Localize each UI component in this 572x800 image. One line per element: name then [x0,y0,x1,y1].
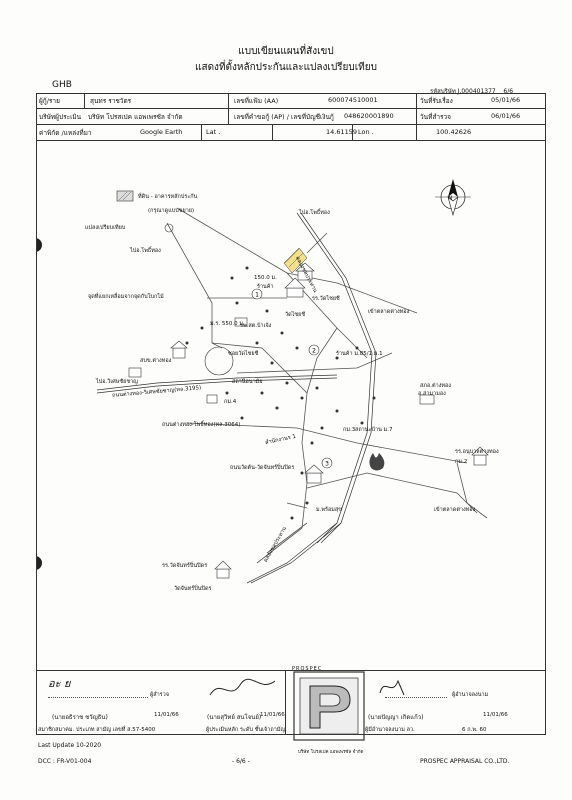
map-label: เข้าตลาดต่างทอง [434,507,476,513]
map-label: สถานีอนามัย [232,379,263,385]
approver-date2: 6 ก.พ. 60 [462,727,487,733]
svg-text:1: 1 [255,292,259,299]
map-label: เข้าตลาดต่างทอง [368,309,410,315]
ref-code: รหัสบริษัท J.000401377 6/6 [430,86,513,96]
map-label: ม.ร. 550.0 ม. [210,321,245,327]
footer-company: PROSPEC APPRAISAL CO.,LTD. [420,758,510,765]
deed-value: 600074510001 [328,96,378,104]
approver-role: ผู้มีอำนาจลงนาม ลว. [365,727,415,733]
map-label: ม.พร้อมสุข [316,507,342,513]
map-label: ซอยวัดไชยชี [228,351,259,357]
approver-date: 11/01/66 [483,712,508,718]
map-label: วัดไชยชี [285,312,306,318]
reviewer-date: 11/01/66 [260,712,285,718]
reviewer-signature [209,678,276,696]
approver-signature [379,679,405,696]
form-frame [36,93,546,735]
map-label: กม.4 [224,399,237,405]
stamp-text: PROSPEC [292,666,323,672]
map-label: ร้านค้า ม.85/1 ม.1 [336,351,383,357]
landmark-icon [369,453,385,471]
map-label: สภอ.ต่างทอง [420,383,451,389]
info-row-3: ค่าพิกัด /แหล่งที่มา Google Earth Lat . … [36,125,546,141]
map-label: รร.อนุบาลต่างทอง [455,449,499,455]
map-label: วัดจันทร์ปิ่นปิดร [174,586,212,592]
source-label: ค่าพิกัด /แหล่งที่มา [39,129,92,137]
company-value: บริษัท โปรสเปค แอพเพรซัล จำกัด [88,113,183,121]
footer-page: - 6/6 - [232,758,250,765]
checker-date: 11/01/66 [154,712,179,718]
north-label: N [448,195,453,202]
checker-name: (นายอธิราช ชวัญธิน) [52,714,108,721]
map-label: รร.วัดจันทร์ปิ่นปิดร [162,563,208,569]
map-label: ร้านค้า [257,284,274,290]
checker-label: ผู้สำรวจ [150,692,169,698]
map-label: ไปอ.โพธิ์ทอง [130,248,161,254]
map-label: ไปอ.วิเศษชัยชาญ [96,379,138,385]
borrower-value: สุนทร ราชวัตร [90,97,132,105]
survey-value: 06/01/66 [491,112,521,120]
doc-code: DCC : FR-V01-004 [38,758,92,765]
info-row-1: ผู้กู้/ราย สุนทร ราชวัตร เลขที่แฟ้ม (AA)… [36,93,546,109]
map-label: รพ.สต.บ้าเจ้ง [240,323,272,329]
company-stamp: PROSPEC [292,666,368,746]
borrower-label: ผู้กู้/ราย [39,97,60,105]
checker-license: สมาชิกสมาคม. ประเภท สามัญ เลขที่ ส.57-54… [38,727,156,733]
company-label: บริษัทผู้ประเมิน [39,113,82,121]
last-update: Last Update 10-2020 [38,742,102,749]
map-label: กม.3 [343,427,356,433]
lon-value: 100.42626 [436,128,472,136]
stamp-bottom-text: บริษัท โปรสเปค แอพเพรซัล จำกัด [298,750,364,755]
map-label: ไปอ.โพธิ์ทอง [299,210,330,216]
ap-label: เลขที่คำขอกู้ (AP) / เลขที่บัญชีเงินกู้ [234,113,334,121]
survey-label: วันที่สำรวจ [420,113,451,121]
location-map: 1 2 3 [37,179,489,584]
legend-subject-label: ที่ดิน - อาคารหลักประกัน [138,194,198,200]
lat-value: 14.61159 [326,128,358,136]
lat-label: Lat . [206,128,221,136]
page-mark: 6/6 [503,88,514,95]
map-label: จุดที่แยกเหลื่อมจากจุดกับโบกไม้ [88,294,164,300]
page-title: แบบเขียนแผนที่สังเขป [238,46,334,57]
legend-subject-swatch [116,190,134,202]
page-subtitle: แสดงที่ตั้งหลักประกันและแปลงเปรียบเทียบ [195,62,377,73]
legend-subject-sublabel: (กรุณาดูแบบขยาย) [148,208,195,214]
north-arrow-icon [435,179,471,217]
ref-label: รหัสบริษัท J.000401377 [430,88,496,95]
map-label: กม.2 [455,459,468,465]
approver-label: ผู้อำนาจลงนาม [452,692,489,698]
deed-label: เลขที่แฟ้ม (AA) [234,97,279,105]
lon-label: Lon . [358,128,374,136]
reviewer-role: ผู้ประเมินหลัก ระดับ ชั้นเจ้าถามัญ [206,727,286,733]
legend-compare-label: แปลงเปรียบเทียบ [85,225,126,231]
ap-value: 048620001890 [344,112,394,120]
reviewer-name: (นายสุวิทย์ สนโจนย์) [207,714,262,721]
map-label: สถานะบ้าน ม.7 [355,427,393,433]
map-label: ถนนต่างทอง-โพธิ์ทอง(ทล.3064) [162,422,241,428]
approver-name: (นายปัญญา เกิดแก้ว) [368,714,424,721]
recv-label: วันที่รับเรื่อง [420,97,453,105]
recv-value: 05/01/66 [491,96,521,104]
map-label: สบข.ต่างทอง [140,358,172,364]
bank-label: GHB [52,80,72,90]
handwritten-note: อะ ย [48,677,71,690]
info-row-2: บริษัทผู้ประเมิน บริษัท โปรสเปค แอพเพรซั… [36,109,546,125]
map-label: รร.วัดไชยชี [312,296,340,302]
legend-compare-circle [164,223,174,233]
source-value: Google Earth [140,128,183,136]
svg-text:3: 3 [325,461,329,468]
map-label: ถนนวัดต้น-วัดจันทร์ปิ่นปิดร [230,465,295,471]
map-label: อ.สามามอง [418,391,446,397]
svg-text:2: 2 [312,348,316,355]
map-label: 150.0 ม. [254,275,277,281]
